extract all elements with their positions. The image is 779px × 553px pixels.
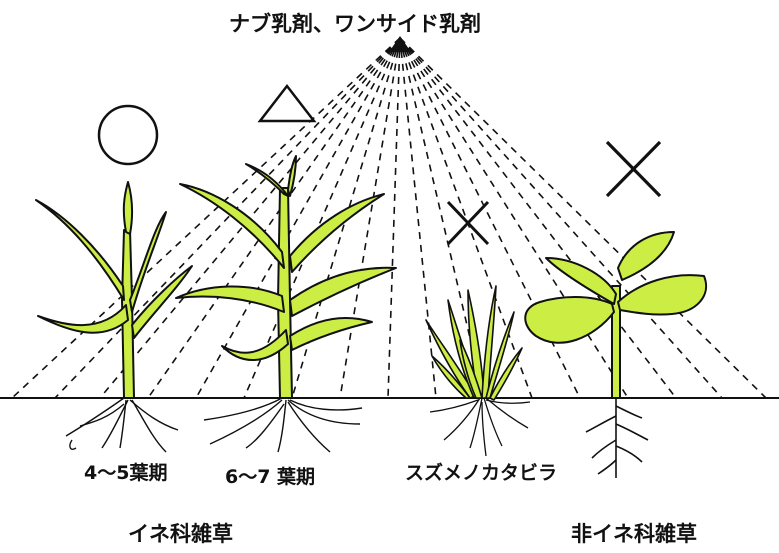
grass-plant-4-5-leaf bbox=[36, 182, 192, 398]
grass-weeds-label: イネ科雑草 bbox=[128, 518, 233, 548]
broadleaf-weed-plant bbox=[525, 232, 706, 398]
suzumenokatabira-roots bbox=[430, 398, 530, 456]
broadleaf-roots bbox=[586, 398, 648, 478]
grass-roots-4-5 bbox=[66, 398, 178, 452]
diagram-title: ナブ乳剤、ワンサイド乳剤 bbox=[229, 8, 481, 38]
suzumenokatabira-plant bbox=[426, 286, 522, 400]
non-grass-weeds-label: 非イネ科雑草 bbox=[571, 518, 697, 548]
grass-plant-6-7-leaf bbox=[176, 156, 396, 398]
stage-label-4-5-leaf: 4〜5葉期 bbox=[84, 458, 167, 485]
stage-label-6-7-leaf: 6〜7 葉期 bbox=[225, 462, 315, 489]
efficacy-cross-mark-non-grass bbox=[607, 142, 660, 196]
suzumenokatabira-label: スズメノカタビラ bbox=[405, 458, 557, 485]
efficacy-triangle-mark bbox=[260, 86, 314, 121]
efficacy-circle-mark bbox=[99, 106, 157, 164]
grass-roots-6-7 bbox=[204, 398, 362, 452]
efficacy-cross-mark-suzumenokatabira bbox=[448, 202, 488, 244]
spray-nozzle bbox=[389, 36, 411, 52]
